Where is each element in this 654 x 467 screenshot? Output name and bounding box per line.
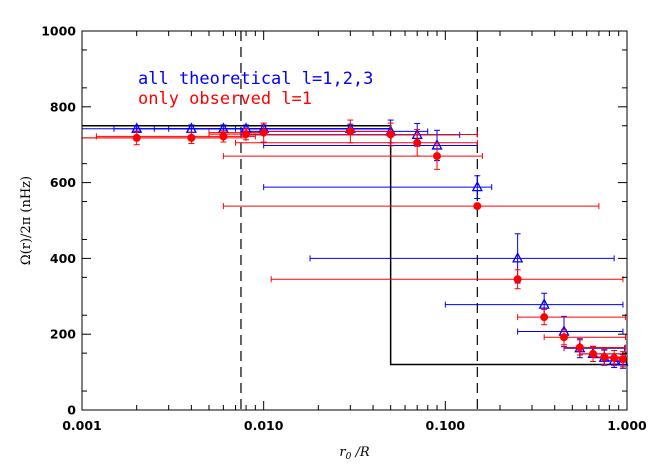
reference-profile-line <box>82 125 627 366</box>
circle-marker <box>618 355 627 364</box>
x-tick-label: 0.100 <box>426 418 466 433</box>
axis-ticks: 0.001 0.010 0.100 1.000 0 200 400 600 800 1000 <box>41 24 647 434</box>
circle-marker <box>560 333 569 342</box>
circle-marker <box>540 313 549 322</box>
plot-border <box>81 30 628 411</box>
circle-marker <box>219 132 228 141</box>
circle-marker <box>589 349 598 358</box>
x-axis-title-rest: /R <box>351 445 370 460</box>
x-axis-title: r0 /R <box>339 445 369 462</box>
reference-profile <box>82 125 627 366</box>
triangle-marker <box>471 180 483 192</box>
circle-marker <box>187 133 196 142</box>
axis-titles: Ω(r)/2π (nHz) r0 /R <box>19 176 370 462</box>
legend-entry: only observed l=1 <box>138 89 312 109</box>
circle-marker <box>575 343 584 352</box>
y-tick-label: 600 <box>50 175 76 190</box>
x-tick-label: 1.000 <box>607 418 647 433</box>
legend-entry: all theoretical l=1,2,3 <box>138 69 373 89</box>
y-axis-title: Ω(r)/2π (nHz) <box>19 176 34 265</box>
y-tick-label: 0 <box>67 403 76 418</box>
circle-marker <box>513 275 522 284</box>
y-tick-label: 200 <box>50 327 76 342</box>
data-series <box>81 119 629 369</box>
plot-frame <box>81 30 628 411</box>
x-axis-title-main: r <box>339 445 346 460</box>
triangle-marker <box>512 252 524 263</box>
circle-marker <box>473 202 482 211</box>
y-tick-label: 1000 <box>41 24 76 39</box>
circle-marker <box>386 130 395 139</box>
triangle-marker <box>538 298 550 309</box>
x-tick-label: 0.010 <box>244 418 284 433</box>
y-tick-label: 400 <box>50 251 76 266</box>
plot-area <box>82 31 627 410</box>
circle-marker <box>433 152 442 161</box>
y-tick-label: 800 <box>50 99 76 114</box>
chart-background <box>82 31 627 410</box>
circle-marker <box>413 138 422 147</box>
x-axis-title-subscript: 0 <box>346 452 352 462</box>
series-observed <box>81 119 627 368</box>
circle-marker <box>346 127 355 136</box>
x-tick-label: 0.001 <box>62 418 102 433</box>
